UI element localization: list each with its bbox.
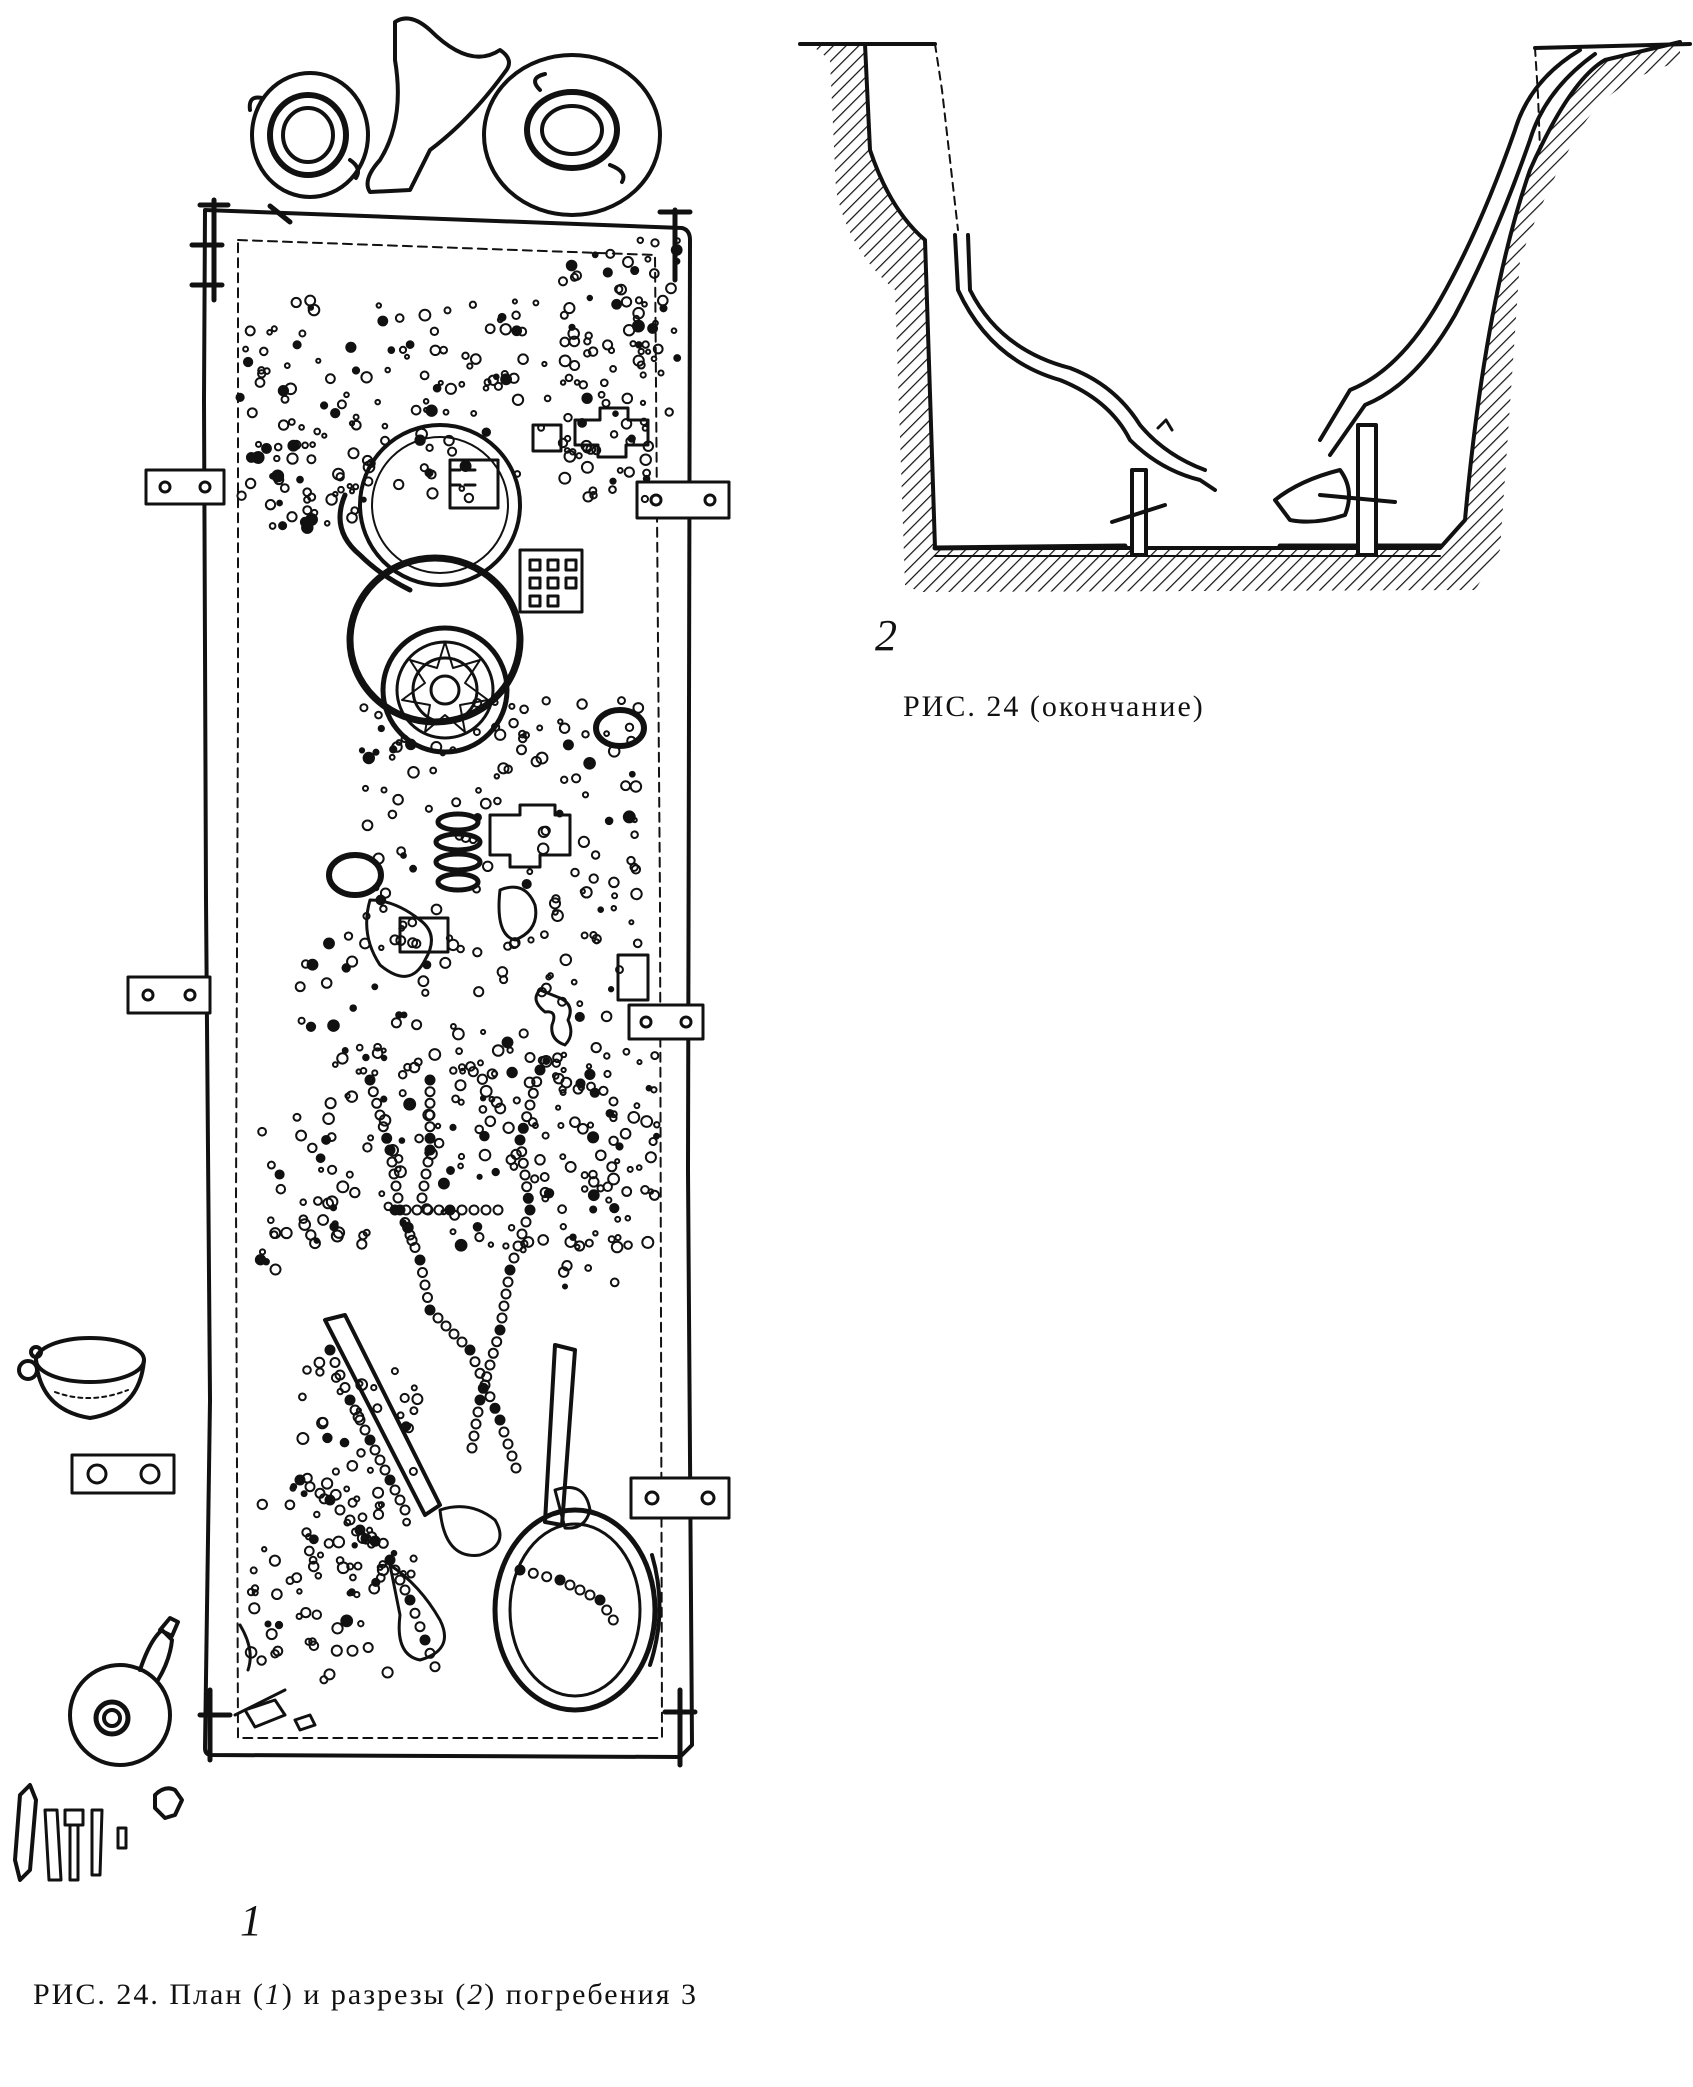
irregular-fragment: [497, 885, 538, 942]
post-right: [1356, 423, 1378, 557]
pendant: [534, 988, 573, 1047]
knife-blade: [13, 1783, 38, 1882]
caption-suffix: ) погребения 3: [484, 1978, 699, 2011]
coffin-board-left: [953, 233, 1217, 492]
dish-lower: [492, 1507, 662, 1713]
coffin-board-right: [1328, 52, 1597, 457]
coffin-clamp: [144, 468, 226, 506]
coffin-clamp: [126, 975, 212, 1015]
coffin-clamp: [629, 1476, 731, 1520]
small-item: [1156, 418, 1174, 432]
earth-hatching: [810, 42, 1680, 592]
corner-nails: [189, 197, 698, 1768]
bone-fragment: [388, 1563, 446, 1662]
caption-num2: 2: [467, 1978, 485, 2011]
vessel-fragment: [1273, 468, 1351, 524]
vessel-top-left: [247, 71, 370, 199]
femur-left: [323, 1313, 442, 1517]
pit-outline: [863, 40, 1682, 550]
openwork-plaque: [518, 548, 584, 614]
bottle-fragment: [365, 16, 511, 194]
coffin-board-left: [966, 233, 1207, 472]
rosette-mirror: [380, 625, 510, 755]
ring-small: [593, 707, 647, 749]
coffin-clamp: [635, 480, 731, 520]
bone-fragment: [438, 1505, 502, 1557]
inner-dashed-line: [235, 239, 663, 1739]
tibia-right: [543, 1343, 577, 1527]
pendant-cluster: [616, 953, 650, 1002]
ring-small: [326, 852, 384, 898]
coffin-clamp: [627, 1003, 705, 1041]
small-items-corner: [243, 1698, 317, 1732]
round-plaque-upper: [337, 423, 522, 593]
small-plaque: [531, 423, 563, 453]
coffin-outline: [202, 208, 694, 1759]
jug-lower-left: [68, 1616, 180, 1767]
bottle-small: [153, 1786, 184, 1820]
burial-section: [798, 40, 1692, 592]
ring-large: [346, 554, 524, 726]
burial-plan: [13, 16, 731, 1882]
caption-prefix: РИС. 24. План (: [33, 1978, 265, 2011]
stepped-plaque: [573, 406, 650, 459]
bowl-left: [17, 1336, 146, 1420]
figure-caption: РИС. 24. План (1) и разрезы (2) погребен…: [33, 1978, 698, 2012]
vessel-top-right: [482, 53, 662, 217]
caption-num1: 1: [264, 1978, 282, 2011]
small-tool: [233, 1623, 287, 1717]
ground-surface: [798, 42, 1692, 50]
section-caption: РИС. 24 (окончание): [903, 690, 1205, 723]
dashed-fill-line: [934, 43, 1541, 231]
bead-strings: [294, 1064, 619, 1673]
bead-stack: [433, 811, 483, 893]
section-label: 2: [875, 611, 897, 660]
fork-item: [43, 1808, 128, 1882]
plan-label: 1: [240, 1896, 262, 1945]
stepped-plaque: [488, 803, 572, 869]
scattered-beads: [235, 236, 683, 1685]
caption-middle: ) и разрезы (: [281, 1978, 468, 2011]
loose-plaque: [70, 1453, 176, 1495]
coffin-board-right: [1318, 48, 1582, 442]
post-crossbar: [1110, 493, 1397, 524]
